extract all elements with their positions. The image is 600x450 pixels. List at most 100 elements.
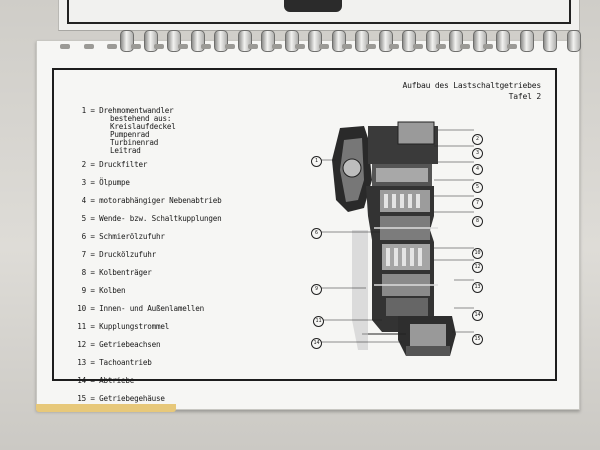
legend-item: 7 = Druckölzufuhr <box>64 250 157 259</box>
legend-number: 8 <box>81 268 87 277</box>
transmission-cross-section <box>312 121 474 356</box>
legend-subitem: Turbinenrad <box>110 138 159 147</box>
previous-page-image <box>284 0 342 12</box>
legend-number: 14 <box>77 376 86 385</box>
callout: 5 <box>472 182 483 193</box>
transmission-housing <box>332 121 456 356</box>
legend-item: 9 = Kolben <box>64 286 126 295</box>
punch-hole <box>459 44 470 49</box>
legend-number: 7 <box>81 250 87 259</box>
legend-label: Kolben <box>99 286 126 295</box>
punch-hole <box>295 44 305 49</box>
plate-number: Tafel 2 <box>508 92 542 101</box>
callout: 6 <box>311 228 322 239</box>
legend-label: Kolbenträger <box>99 268 152 277</box>
legend-item: 4 = motorabhängiger Nebenabtrieb <box>64 196 222 205</box>
binding-coil <box>519 30 534 52</box>
punch-hole <box>436 44 446 49</box>
legend-number: 11 <box>77 322 86 331</box>
callout: 14 <box>311 338 322 349</box>
legend-item: 8 = Kolbenträger <box>64 268 152 277</box>
legend-number: 9 <box>81 286 87 295</box>
punch-hole <box>271 44 282 49</box>
legend-item: 6 = Schmierölzufuhr <box>64 232 165 241</box>
legend-label: Abtriebe <box>99 376 135 385</box>
spiral-binding <box>60 30 581 54</box>
binding-coil <box>566 30 581 52</box>
callout: 12 <box>472 262 483 273</box>
legend-label: Getriebegehäuse <box>99 394 165 403</box>
punch-hole <box>318 44 329 49</box>
legend-label: Wende- bzw. Schaltkupplungen <box>99 214 222 223</box>
callout: 10 <box>472 248 483 259</box>
legend-item: 5 = Wende- bzw. Schaltkupplungen <box>64 214 222 223</box>
legend-label: Ölpumpe <box>99 178 130 187</box>
punch-hole <box>342 44 352 49</box>
legend-item: 1 = Drehmomentwandler <box>64 106 174 115</box>
punch-hole <box>83 44 94 49</box>
legend-label: Druckfilter <box>99 160 148 169</box>
legend-label: Kupplungstrommel <box>99 322 170 331</box>
legend-number: 1 <box>81 106 87 115</box>
page-title: Aufbau des Lastschaltgetriebes Tafel 2 <box>403 80 542 102</box>
legend-label: Innen- und Außenlamellen <box>99 304 205 313</box>
manual-page <box>36 40 580 410</box>
previous-page-edge <box>58 0 580 31</box>
punch-hole <box>224 44 235 49</box>
legend-item: 13 = Tachoantrieb <box>64 358 152 367</box>
legend-subitem: Pumpenrad <box>110 130 150 139</box>
legend-number: 12 <box>77 340 86 349</box>
punch-hole <box>201 44 211 49</box>
legend-label: Druckölzufuhr <box>99 250 156 259</box>
callout: 1 <box>311 156 322 167</box>
callout: 11 <box>313 316 324 327</box>
page-frame: Aufbau des Lastschaltgetriebes Tafel 2 1… <box>52 68 557 403</box>
legend-item: 12 = Getriebeachsen <box>64 340 160 349</box>
legend-number: 13 <box>77 358 86 367</box>
callout: 7 <box>472 198 483 209</box>
legend-item: 11 = Kupplungstrommel <box>64 322 169 331</box>
punch-hole <box>248 44 258 49</box>
legend-continuation: bestehend aus: <box>110 114 172 123</box>
punch-hole <box>130 44 141 49</box>
legend-number: 4 <box>81 196 87 205</box>
legend-subitem: Kreislaufdeckel <box>110 122 176 131</box>
callout: 4 <box>472 164 483 175</box>
callout: 8 <box>472 216 483 227</box>
legend-item: 14 = Abtriebe <box>64 376 134 385</box>
legend-item: 10 = Innen- und Außenlamellen <box>64 304 204 313</box>
callout: 2 <box>472 134 483 145</box>
legend-number: 10 <box>77 304 86 313</box>
legend-label: Tachoantrieb <box>99 358 152 367</box>
legend-item: 3 = Ölpumpe <box>64 178 130 187</box>
legend-number: 6 <box>81 232 87 241</box>
punch-hole <box>107 44 117 49</box>
punch-hole <box>60 44 70 49</box>
callout: 13 <box>472 282 483 293</box>
callout: 15 <box>472 334 483 345</box>
legend-label: motorabhängiger Nebenabtrieb <box>99 196 222 205</box>
callout: 14 <box>472 310 483 321</box>
legend-subitem: Leitrad <box>110 146 141 155</box>
punch-hole <box>389 44 399 49</box>
leader-lines <box>312 129 474 343</box>
page-edge-tab <box>36 404 176 412</box>
legend-label: Drehmomentwandler <box>99 106 174 115</box>
legend-number: 3 <box>81 178 87 187</box>
punch-hole <box>177 44 188 49</box>
binding-coil <box>543 30 557 52</box>
legend-item: 15 = Getriebegehäuse <box>64 394 165 403</box>
punch-hole <box>154 44 164 49</box>
legend-number: 15 <box>77 394 86 403</box>
legend-label: Getriebeachsen <box>99 340 161 349</box>
previous-page-frame <box>67 0 571 24</box>
title-text: Aufbau des Lastschaltgetriebes <box>402 81 542 90</box>
legend-number: 2 <box>81 160 87 169</box>
legend-item: 2 = Druckfilter <box>64 160 148 169</box>
punch-hole <box>365 44 376 49</box>
legend-number: 5 <box>81 214 87 223</box>
punch-hole <box>483 44 493 49</box>
punch-hole <box>412 44 423 49</box>
callout: 9 <box>311 284 322 295</box>
callout: 3 <box>472 148 483 159</box>
